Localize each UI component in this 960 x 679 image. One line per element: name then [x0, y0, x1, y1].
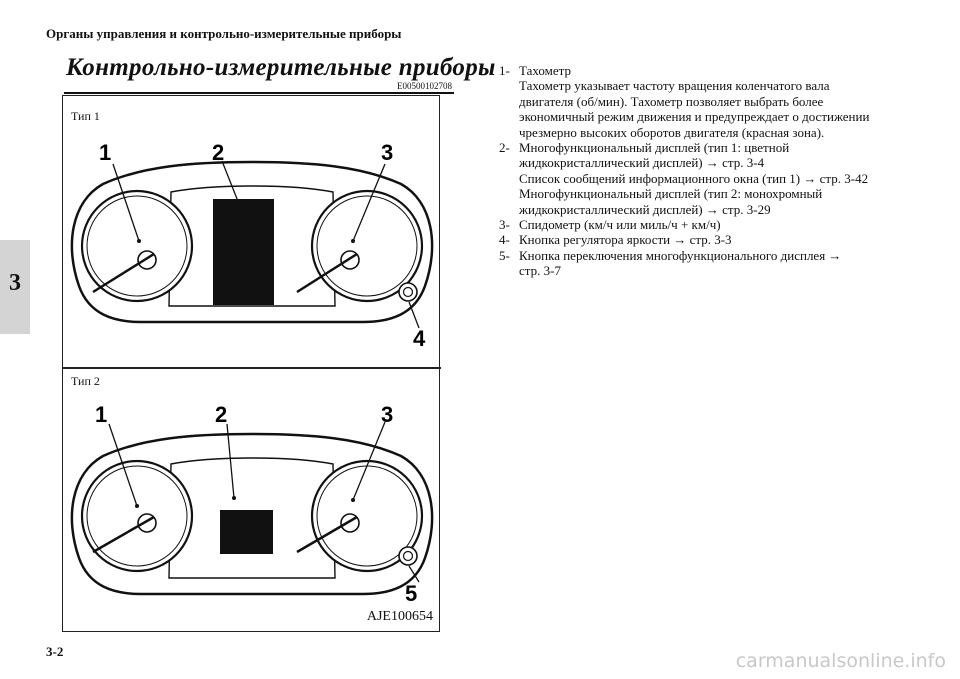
- leader-dot-2-type1: [241, 212, 245, 216]
- document-code: E00500102708: [397, 81, 452, 91]
- callout-2-type2: 2: [215, 402, 227, 427]
- legend-line: Тахометр: [519, 63, 571, 78]
- tachometer-needle-type2: [92, 515, 155, 554]
- legend-line: жидкокристаллический дисплей) → стр. 3-4: [519, 155, 765, 171]
- tachometer-dial-type1: [80, 189, 194, 303]
- legend-line: Список сообщений информационного окна (т…: [519, 170, 869, 186]
- legend-text: Спидометр (км/ч или миль/ч + км/ч): [519, 217, 919, 232]
- leader-dot-1-type2: [135, 504, 139, 508]
- legend-item: 3- Спидометр (км/ч или миль/ч + км/ч): [499, 217, 919, 232]
- legend-line: чрезмерно высоких оборотов двигателя (кр…: [519, 124, 825, 140]
- leader-line-1-type2: [108, 423, 138, 507]
- section-header: Органы управления и контрольно-измерител…: [46, 26, 402, 41]
- chapter-tab: [0, 240, 30, 334]
- title-rule: [64, 92, 454, 94]
- legend-text: Многофункциональный дисплей (тип 1: цвет…: [519, 140, 919, 217]
- legend-line: Спидометр (км/ч или миль/ч + км/ч): [519, 217, 721, 233]
- tachometer-needle-type1: [92, 252, 155, 294]
- chapter-number: 3: [9, 270, 21, 296]
- leader-dot-3-type2: [351, 498, 355, 502]
- legend-line: Кнопка переключения многофункционального…: [519, 247, 842, 263]
- brightness-knob-inner-type1: [402, 286, 414, 298]
- legend-text: Тахометр Тахометр указывает частоту вращ…: [519, 63, 919, 140]
- cluster-outline-type2: [70, 432, 434, 596]
- type1-label: Тип 1: [71, 109, 100, 123]
- legend-number: 4-: [499, 232, 510, 248]
- cluster-illustration: 1 2 3 4 1: [63, 140, 441, 606]
- speedometer-dial-inner-type1: [316, 195, 418, 297]
- legend-line: Многофункциональный дисплей (тип 1: цвет…: [519, 140, 790, 156]
- callout-3-type1: 3: [381, 140, 393, 165]
- callout-1-type2: 1: [95, 402, 107, 427]
- display-switch-knob-type2: [398, 546, 418, 566]
- callout-3-type2: 3: [381, 402, 393, 427]
- leader-line-3-type2: [352, 421, 386, 501]
- legend-line: двигателя (об/мин). Тахометр позволяет в…: [519, 93, 824, 109]
- legend-text: Кнопка регулятора яркости → стр. 3-3: [519, 232, 919, 247]
- callout-5-type2: 5: [405, 581, 417, 606]
- legend-line: экономичный режим движения и предупрежда…: [519, 109, 870, 125]
- legend-number: 2-: [499, 140, 510, 156]
- legend-number: 5-: [499, 247, 510, 263]
- legend-number: 3-: [499, 217, 510, 233]
- speedometer-dial-type1: [310, 189, 424, 303]
- figure-code: AJE100654: [366, 609, 433, 624]
- leader-line-4-type1: [408, 301, 420, 329]
- speedometer-dial-type2: [310, 459, 424, 573]
- legend-line: Многофункциональный дисплей (тип 2: моно…: [519, 186, 823, 202]
- cluster-type2: 1 2 3 5: [70, 402, 434, 606]
- leader-dot-3-type1: [351, 239, 355, 243]
- leader-dot-2-type2: [232, 496, 236, 500]
- tachometer-dial-inner-type2: [86, 465, 188, 567]
- leader-line-3-type1: [352, 163, 386, 242]
- legend-item: 5- Кнопка переключения многофункциональн…: [499, 248, 919, 279]
- callout-4-type1: 4: [413, 326, 426, 351]
- tachometer-dial-inner-type1: [86, 195, 188, 297]
- cluster-center-panel-type2: [168, 457, 336, 579]
- speedometer-needle-type2: [296, 515, 358, 554]
- brightness-knob-type1: [398, 282, 418, 302]
- leader-line-2-type2: [226, 423, 235, 499]
- leader-line-2-type1: [221, 160, 244, 215]
- page-number: 3-2: [46, 644, 64, 659]
- legend-number: 1-: [499, 63, 510, 78]
- cluster-center-panel-type1: [168, 185, 336, 307]
- cluster-type1: 1 2 3 4: [70, 140, 434, 351]
- leader-line-1-type1: [112, 163, 140, 242]
- speedometer-needle-type1: [296, 252, 358, 294]
- callout-1-type1: 1: [99, 140, 111, 165]
- legend-item: 4- Кнопка регулятора яркости → стр. 3-3: [499, 232, 919, 247]
- watermark: carmanualsonline.info: [735, 650, 946, 672]
- legend-line: Кнопка регулятора яркости → стр. 3-3: [519, 232, 732, 248]
- legend-item: 2- Многофункциональный дисплей (тип 1: ц…: [499, 140, 919, 217]
- cluster-outline-type1: [70, 160, 434, 324]
- legend-line: Тахометр указывает частоту вращения коле…: [519, 78, 830, 94]
- page-title: Контрольно-измерительные приборы: [66, 54, 496, 81]
- leader-line-5-type2: [408, 565, 420, 583]
- legend-line: жидкокристаллический дисплей) → стр. 3-2…: [519, 201, 771, 217]
- color-lcd-display-type1: [213, 199, 274, 305]
- mono-lcd-display-type2: [220, 510, 273, 554]
- legend-list: 1- Тахометр Тахометр указывает частоту в…: [499, 63, 919, 279]
- tachometer-dial-type2: [80, 459, 194, 573]
- display-switch-knob-inner-type2: [402, 550, 414, 562]
- leader-dot-1-type1: [137, 239, 141, 243]
- legend-line: стр. 3-7: [519, 263, 561, 279]
- instrument-cluster-figure: 1 2 3 4 1: [62, 95, 441, 632]
- legend-item: 1- Тахометр Тахометр указывает частоту в…: [499, 63, 919, 140]
- legend-text: Кнопка переключения многофункционального…: [519, 248, 919, 279]
- type2-label: Тип 2: [71, 374, 100, 388]
- callout-2-type1: 2: [212, 140, 224, 165]
